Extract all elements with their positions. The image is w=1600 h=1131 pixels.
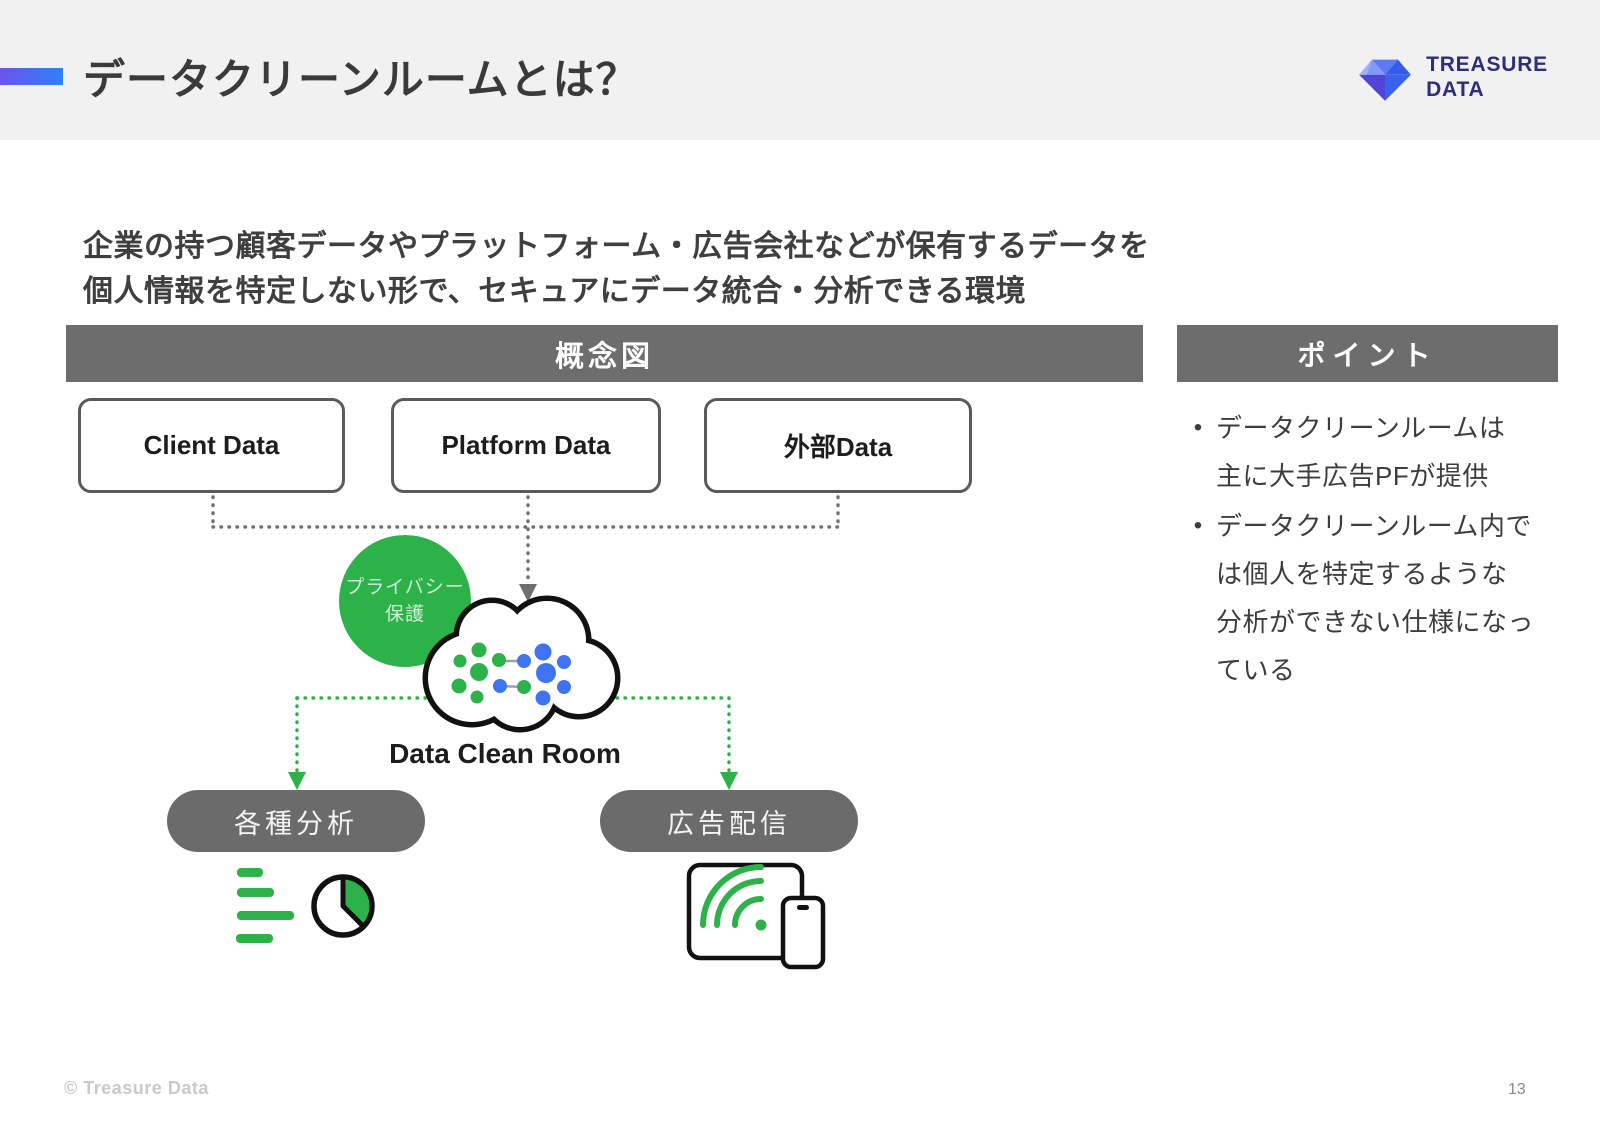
point-text: データクリーンルームは 主に大手広告PFが提供 — [1216, 413, 1506, 491]
point-text: データクリーンルーム内で は個人を特定するような 分析ができない仕様になっ てい… — [1216, 511, 1535, 685]
point-item: • データクリーンルーム内で は個人を特定するような 分析ができない仕様になっ … — [1180, 502, 1572, 694]
intro-text: 企業の持つ顧客データやプラットフォーム・広告会社などが保有するデータを 個人情報… — [83, 230, 1150, 308]
bullet-marker: • — [1193, 414, 1203, 441]
platform-data-box: Platform Data — [391, 398, 661, 493]
logo-wordmark: TREASURE DATA — [1426, 53, 1548, 101]
data-clean-room-label: Data Clean Room — [389, 738, 621, 769]
treasure-data-logo: TREASURE DATA — [1358, 52, 1548, 102]
point-item: • データクリーンルームは 主に大手広告PFが提供 — [1180, 404, 1572, 500]
treasure-data-gem-icon — [1358, 53, 1412, 102]
gray-arrow-down-icon — [519, 584, 537, 602]
concept-banner: 概念図 — [66, 325, 1143, 382]
slide-header: データクリーンルームとは？ TREASURE DATA — [0, 0, 1600, 140]
privacy-protection-badge: プライバシー 保護 — [339, 535, 471, 667]
page-number: 13 — [1508, 1081, 1526, 1098]
external-data-box: 外部Data — [704, 398, 972, 493]
source-connectors — [211, 495, 840, 586]
analysis-output-pill: 各種分析 — [167, 790, 425, 852]
green-arrow-down-icon — [288, 772, 306, 790]
copyright-text: © Treasure Data — [64, 1078, 209, 1098]
bar-chart-pie-chart-icon — [236, 868, 375, 943]
tablet-phone-wifi-icon — [686, 862, 826, 970]
green-arrow-down-icon — [720, 772, 738, 790]
client-data-box: Client Data — [78, 398, 345, 493]
ad-delivery-output-pill: 広告配信 — [600, 790, 858, 852]
privacy-protection-label: プライバシー 保護 — [345, 577, 465, 625]
points-banner: ポイント — [1177, 325, 1558, 382]
page-title: データクリーンルームとは？ — [83, 56, 639, 103]
bullet-marker: • — [1193, 512, 1203, 539]
title-accent-bar — [0, 68, 63, 85]
points-list: • データクリーンルームは 主に大手広告PFが提供 • データクリーンルーム内で… — [1180, 404, 1572, 696]
